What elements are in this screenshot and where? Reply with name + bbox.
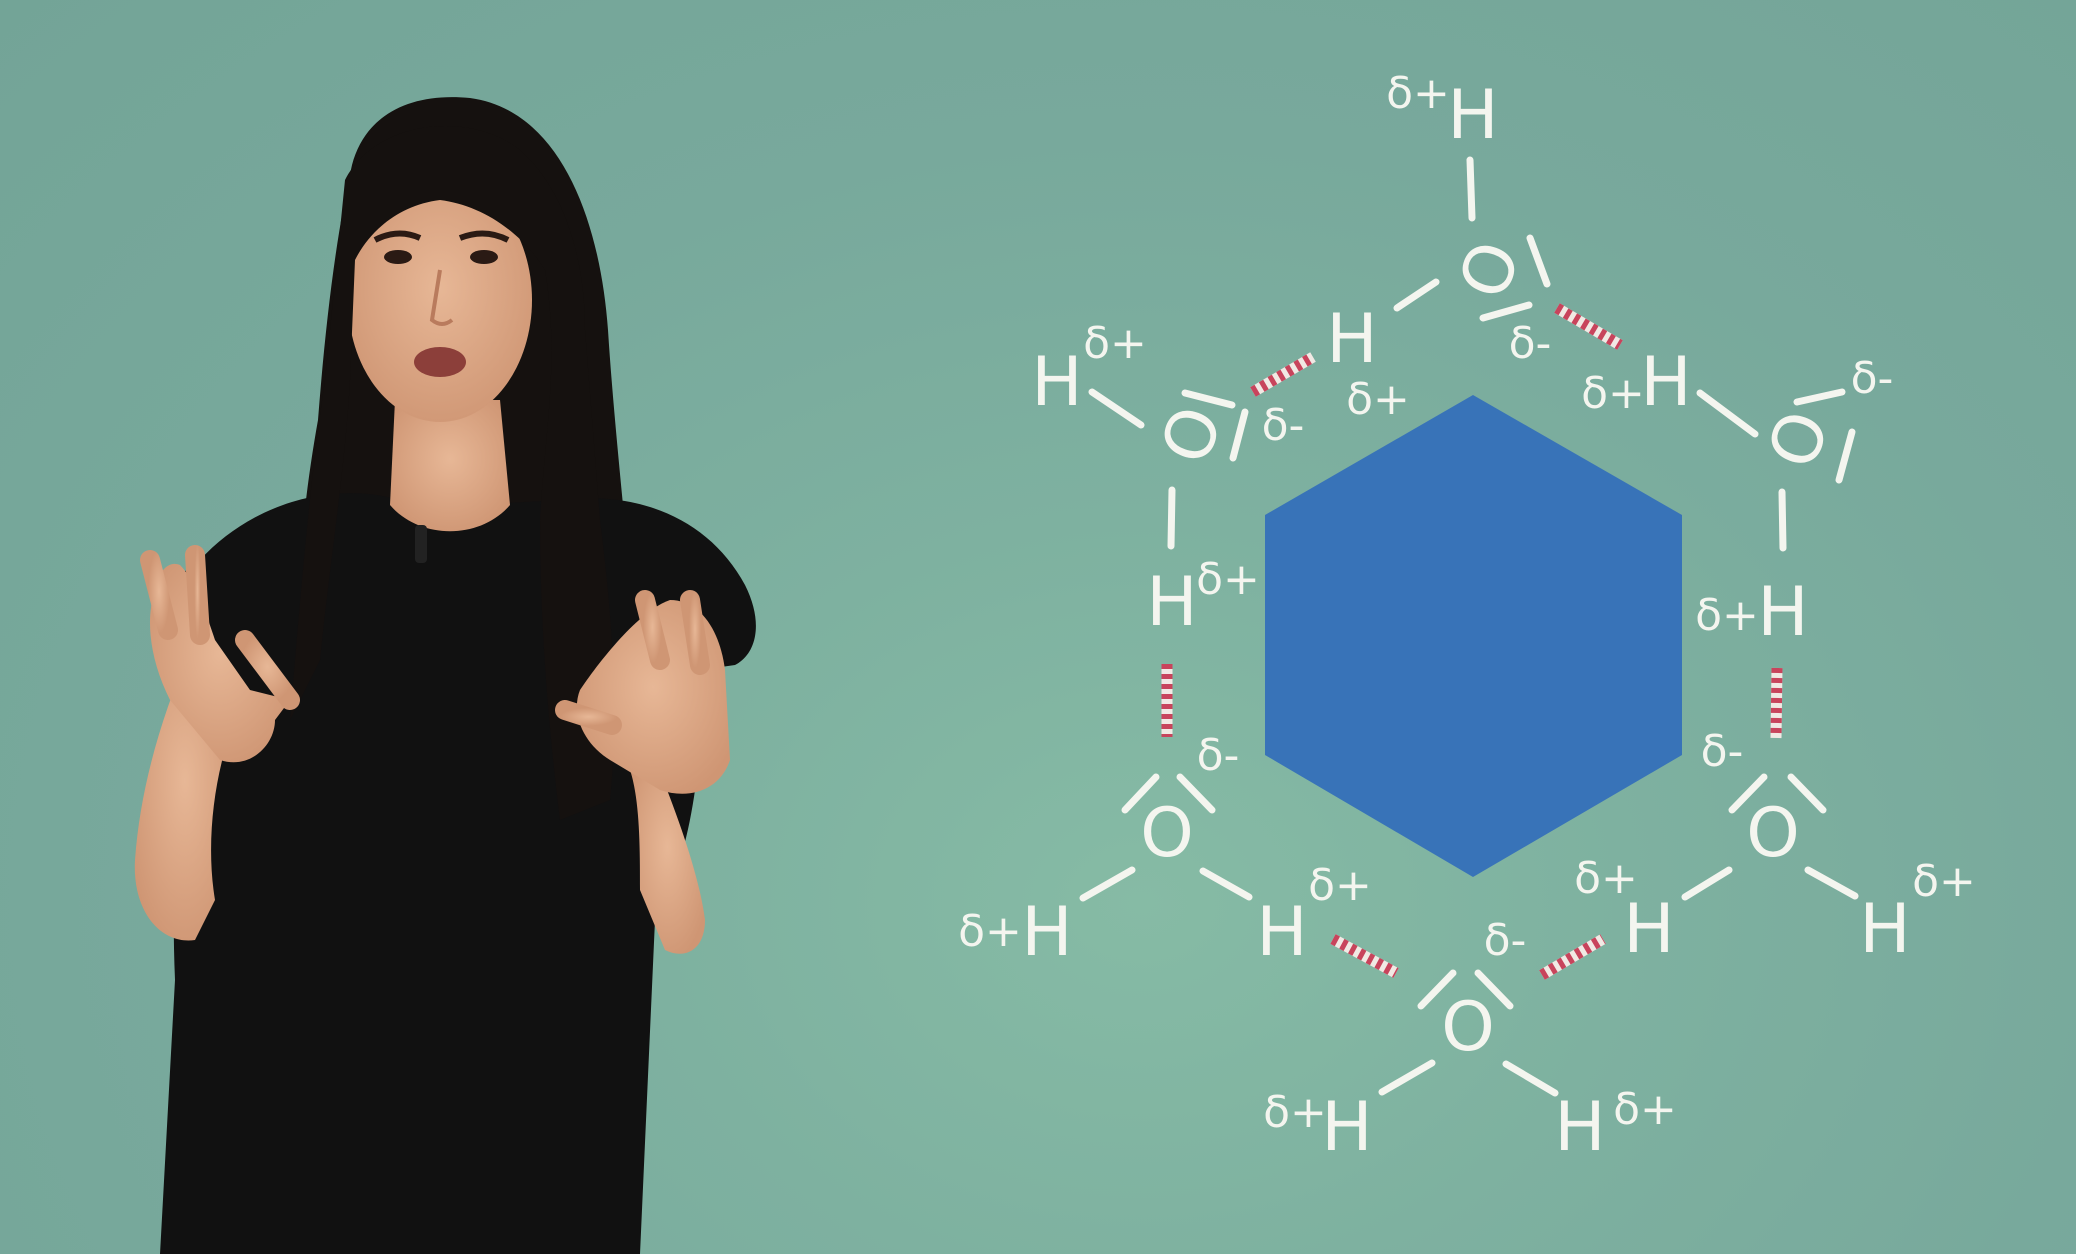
covalent-bond	[1079, 866, 1136, 902]
hydrogen-bond	[1539, 934, 1606, 980]
hydrogen-atom: H	[1021, 893, 1072, 972]
hydrogen-bond	[1330, 934, 1399, 978]
delta-plus-label: δ+	[1613, 1084, 1677, 1135]
delta-plus-label: δ+	[1581, 368, 1645, 419]
presenter-left-hand	[150, 563, 290, 763]
presenter-eyebrow-right	[458, 230, 510, 243]
presenter-eye-right	[470, 250, 498, 264]
covalent-bond	[1696, 389, 1759, 438]
delta-minus-label: δ-	[1262, 400, 1305, 451]
oxygen-atom: O	[1444, 232, 1537, 309]
hydrogen-atom: H	[1031, 343, 1082, 422]
hydrogen-atom: H	[1146, 563, 1197, 642]
oxygen-atom: O	[1146, 397, 1239, 474]
delta-plus-label: δ+	[1386, 68, 1450, 119]
hydrogen-bond-diagram: H δ+ O H δ- δ+ H δ+ O δ- H δ+ H δ+ O δ- …	[958, 68, 1976, 1167]
hydrogen-bonds	[1161, 303, 1783, 980]
lone-pair	[1479, 301, 1533, 322]
hydrogen-atom: H	[1757, 573, 1808, 652]
lone-pair	[1121, 773, 1160, 814]
lone-pair	[1474, 969, 1514, 1010]
presenter-face	[348, 178, 532, 422]
delta-minus-label: δ-	[1701, 726, 1744, 777]
hydrogen-atom: H	[1321, 1088, 1372, 1167]
covalent-bond	[1199, 867, 1253, 901]
oxygen-atom: O	[1753, 401, 1846, 478]
covalent-bonds	[1079, 156, 1859, 1097]
hydrogen-atom: H	[1256, 893, 1307, 972]
covalent-bond	[1502, 1060, 1559, 1097]
covalent-bond	[1804, 866, 1859, 900]
delta-plus-label: δ+	[1263, 1087, 1327, 1138]
lone-pair	[1417, 969, 1457, 1010]
lone-pair	[1787, 773, 1827, 814]
delta-plus-label: δ+	[1308, 860, 1372, 911]
delta-minus-label: δ-	[1484, 915, 1527, 966]
lone-pairs	[1121, 234, 1856, 1010]
lone-pair	[1229, 408, 1249, 462]
hydrogen-bond	[1770, 667, 1783, 739]
covalent-bond	[1378, 1059, 1436, 1096]
presenter-nose	[429, 269, 454, 326]
presenter	[134, 97, 756, 1254]
lapel-microphone	[415, 525, 427, 563]
delta-plus-label: δ+	[1574, 853, 1638, 904]
hydrogen-bond	[1554, 303, 1623, 350]
delta-plus-label: δ+	[1912, 856, 1976, 907]
delta-plus-label: δ+	[1346, 374, 1410, 425]
delta-plus-label: δ+	[1695, 590, 1759, 641]
central-hexagon	[1265, 395, 1682, 877]
oxygen-atom: O	[1140, 794, 1194, 873]
covalent-bond	[1088, 388, 1145, 429]
presenter-mouth	[414, 347, 466, 377]
presenter-left-thumb	[235, 630, 300, 710]
hydrogen-atom: H	[1554, 1088, 1605, 1167]
oxygen-atom: O	[1441, 988, 1495, 1067]
hydrogen-bond	[1250, 352, 1316, 397]
oxygen-atom: O	[1746, 794, 1800, 873]
lone-pair	[1181, 389, 1236, 409]
delta-minus-label: δ-	[1197, 730, 1240, 781]
presenter-neck	[390, 400, 510, 532]
hydrogen-atom: H	[1859, 890, 1910, 969]
presenter-hair-front	[290, 126, 615, 820]
lone-pair	[1793, 388, 1846, 406]
atom-labels: H δ+ O H δ- δ+ H δ+ O δ- H δ+ H δ+ O δ- …	[958, 68, 1976, 1167]
presenter-right-finger	[680, 590, 710, 675]
covalent-bond	[1466, 156, 1476, 222]
presenter-right-thumb	[555, 700, 622, 735]
covalent-bond	[1681, 866, 1733, 901]
hydrogen-atom: H	[1447, 76, 1498, 155]
delta-minus-label: δ-	[1509, 318, 1552, 369]
delta-plus-label: δ+	[1196, 554, 1260, 605]
delta-plus-label: δ+	[1083, 318, 1147, 369]
lone-pair	[1728, 773, 1768, 814]
covalent-bond	[1167, 486, 1176, 550]
hydrogen-atom: H	[1640, 343, 1691, 422]
hydrogen-atom: H	[1326, 300, 1377, 379]
presenter-left-finger	[140, 550, 178, 640]
presenter-left-finger	[185, 545, 210, 645]
presenter-right-finger	[635, 590, 670, 670]
lone-pair	[1835, 428, 1856, 484]
lone-pair	[1526, 234, 1551, 288]
presenter-eye-left	[384, 250, 412, 264]
presenter-right-arm	[630, 760, 705, 954]
lone-pair	[1176, 773, 1216, 814]
hydrogen-atom: H	[1623, 890, 1674, 969]
delta-plus-label: δ+	[958, 906, 1022, 957]
delta-minus-label: δ-	[1851, 353, 1894, 404]
covalent-bond	[1393, 278, 1440, 312]
presenter-eyebrow-left	[373, 230, 422, 243]
covalent-bond	[1778, 488, 1787, 552]
